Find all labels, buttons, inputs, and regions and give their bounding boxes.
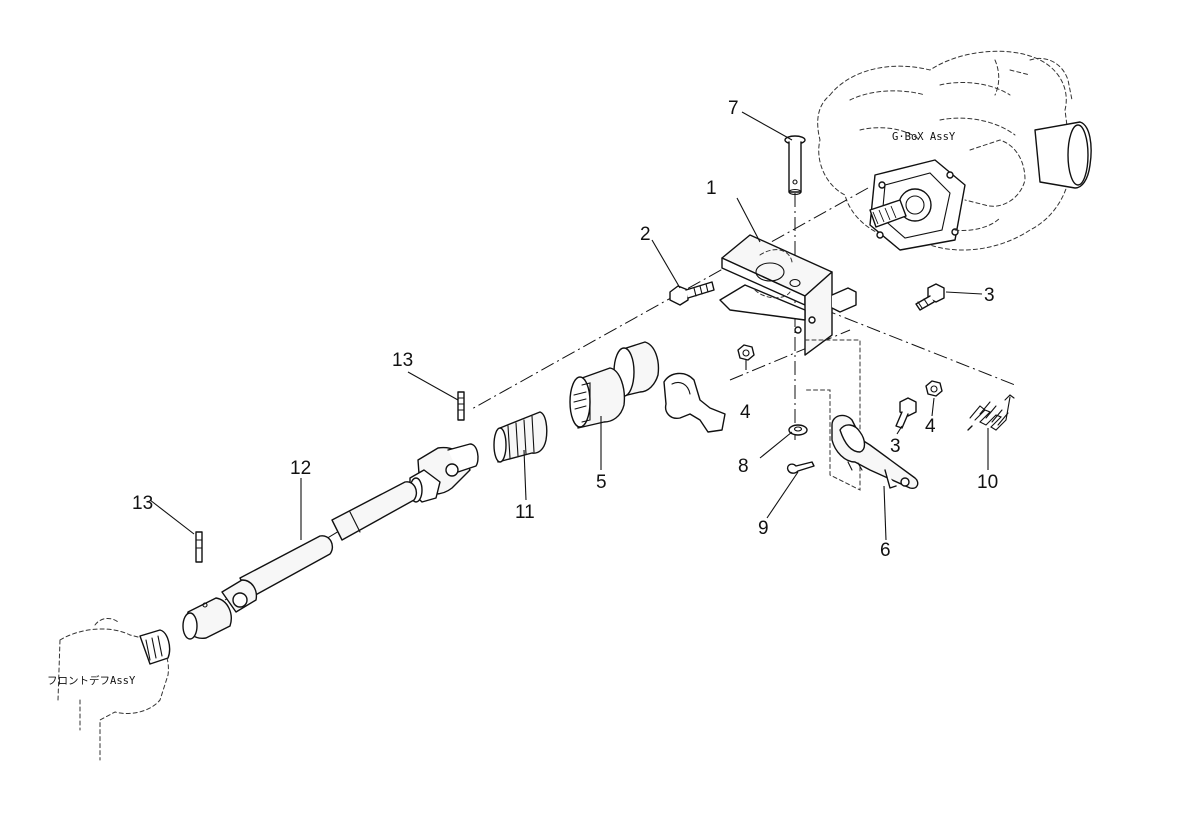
callout-9: 9 bbox=[758, 518, 769, 539]
part-9-cotter-pin bbox=[786, 461, 815, 474]
callout-10: 10 bbox=[977, 472, 998, 493]
part-5-coupling bbox=[569, 341, 660, 429]
callout-4-right: 4 bbox=[925, 416, 936, 437]
part-13-roll-pin-upper bbox=[457, 391, 465, 421]
part-11-splined-shaft bbox=[493, 411, 548, 463]
part-13-roll-pin-lower bbox=[195, 531, 203, 563]
callout-3-upper: 3 bbox=[984, 285, 995, 306]
part-3-bolt-lower bbox=[895, 397, 917, 429]
callout-12: 12 bbox=[290, 458, 311, 479]
callout-11: 11 bbox=[515, 502, 535, 523]
callout-8: 8 bbox=[738, 456, 749, 477]
callout-13-upper: 13 bbox=[392, 350, 413, 371]
callout-numbers: 1 2 3 3 4 4 5 6 7 8 9 10 11 12 13 13 bbox=[132, 98, 998, 561]
part-8-washer bbox=[788, 424, 808, 436]
gearbox-assy-label: G·BoX AssY bbox=[892, 131, 956, 143]
callout-5: 5 bbox=[596, 472, 607, 493]
part-1-bracket bbox=[719, 234, 857, 356]
front-diff-assy-label: フロントデフAssY bbox=[47, 674, 136, 687]
callout-4-left: 4 bbox=[740, 402, 751, 423]
part-10-spring bbox=[967, 394, 1015, 431]
callout-6: 6 bbox=[880, 540, 891, 561]
callout-3-lower: 3 bbox=[890, 436, 901, 457]
front-differential-outline bbox=[57, 617, 171, 761]
part-7-clevis-pin bbox=[784, 135, 806, 196]
part-3-bolt-upper bbox=[915, 283, 945, 311]
callout-1: 1 bbox=[706, 178, 717, 199]
part-4-nut-left bbox=[737, 344, 755, 361]
part-12-propeller-shaft bbox=[182, 443, 479, 640]
callout-2: 2 bbox=[640, 224, 651, 245]
part-6-shift-lever bbox=[804, 339, 919, 491]
gearbox-assembly-outline bbox=[817, 50, 1092, 251]
leader-lines bbox=[149, 111, 989, 541]
part-4-nut-right bbox=[925, 380, 943, 397]
callout-7: 7 bbox=[728, 98, 739, 119]
part-2-bolt bbox=[669, 281, 715, 306]
callout-13-lower: 13 bbox=[132, 493, 153, 514]
shift-fork-ghost bbox=[663, 372, 726, 433]
